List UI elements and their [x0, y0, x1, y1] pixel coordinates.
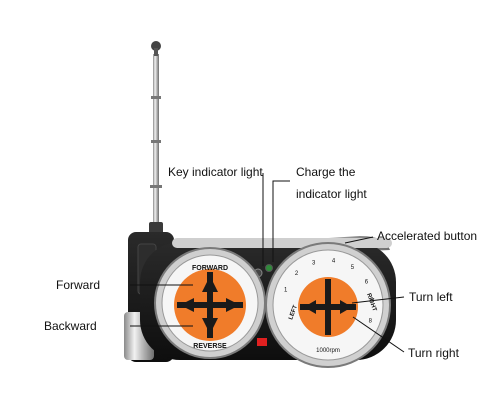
turn-left-arrow-icon [304, 300, 316, 314]
left-arrow-icon [180, 298, 194, 312]
dial-forward-text: FORWARD [192, 265, 228, 272]
right-arrow-icon [226, 298, 240, 312]
rpm-scale-number: 1 [284, 288, 288, 294]
rpm-scale-number: 2 [295, 271, 299, 277]
rpm-scale-number: 7 [371, 299, 375, 305]
rpm-scale-number: 4 [332, 258, 336, 264]
left-dial [154, 247, 266, 359]
leader-charge-indicator [272, 180, 290, 262]
label-accelerated: Accelerated button [377, 229, 478, 243]
right-dial [265, 242, 391, 368]
leader-turn-right [352, 316, 405, 353]
label-charge-line2: indicator light [296, 187, 367, 201]
charge-indicator-light [265, 264, 273, 272]
rpm-scale-number: 3 [312, 260, 316, 266]
rpm-scale: 1 2 3 4 5 6 7 8 [284, 258, 375, 324]
rpm-scale-number: 5 [351, 265, 355, 271]
dial-rpm-text: 1000rpm [316, 348, 340, 354]
label-forward: Forward [56, 278, 101, 292]
leader-turn-left [351, 296, 405, 304]
label-key-indicator: Key indicator light [168, 165, 263, 179]
label-turn-right: Turn right [408, 346, 459, 360]
turn-right-arrow-icon [340, 300, 352, 314]
label-backward: Backward [44, 319, 97, 333]
dial-left-text: LEFT [288, 304, 299, 320]
antenna [149, 41, 163, 236]
label-turn-left: Turn left [409, 290, 453, 304]
power-switch[interactable] [257, 338, 267, 346]
rpm-scale-number: 8 [369, 318, 373, 324]
leader-accelerated [344, 236, 374, 244]
rpm-scale-number: 6 [365, 280, 369, 286]
leader-lines [130, 173, 405, 353]
forward-arrow-icon [202, 276, 218, 292]
dial-reverse-text: REVERSE [193, 343, 227, 350]
backward-arrow-icon [202, 318, 218, 334]
label-charge-line1: Charge the [296, 165, 356, 179]
